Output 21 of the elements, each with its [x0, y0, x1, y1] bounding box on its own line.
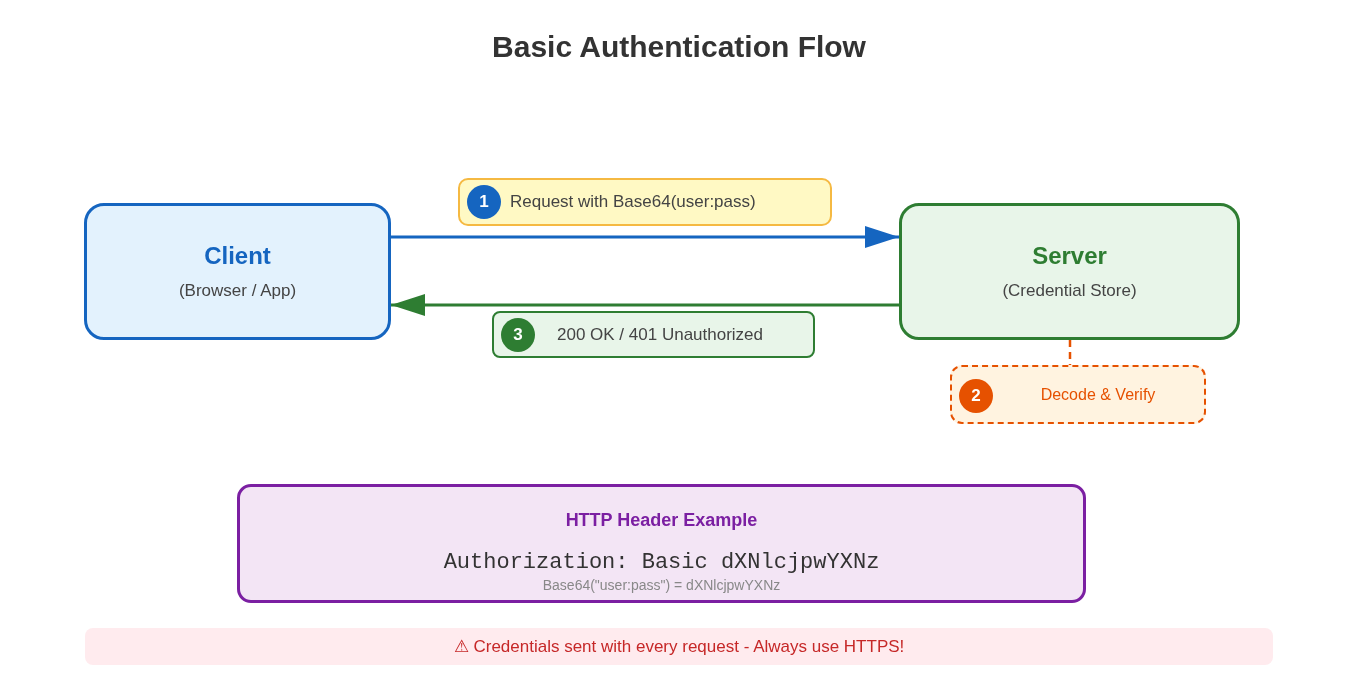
arrow	[391, 294, 899, 316]
step-label: Request with Base64(user:pass)	[510, 191, 756, 213]
node-subtitle: (Browser / App)	[178, 279, 297, 302]
note-text: Base64("user:pass") = dXNlcjpwYXNz	[542, 576, 781, 594]
warning-text: ⚠ Credentials sent with every request - Always use HTTPS!	[453, 635, 905, 658]
step-label-box	[492, 311, 815, 358]
client-box	[84, 203, 391, 340]
server-box	[899, 203, 1240, 340]
node-subtitle: (Credential Store)	[1002, 279, 1137, 302]
connector-line	[1068, 340, 1072, 365]
step-label-box	[458, 178, 832, 226]
step-label: Decode & Verify	[1040, 384, 1156, 405]
node-title: Server	[1032, 241, 1107, 270]
arrow	[391, 226, 899, 248]
code-text: Authorization: Basic dXNlcjpwYXNz	[443, 550, 880, 576]
step-label: 200 OK / 401 Unauthorized	[557, 323, 764, 346]
code-example-panel	[237, 484, 1086, 603]
node-title: Client	[204, 241, 271, 270]
panel-title: HTTP Header Example	[565, 509, 758, 531]
diagram-title: Basic Authentication Flow	[492, 29, 866, 65]
process-box	[950, 365, 1206, 424]
